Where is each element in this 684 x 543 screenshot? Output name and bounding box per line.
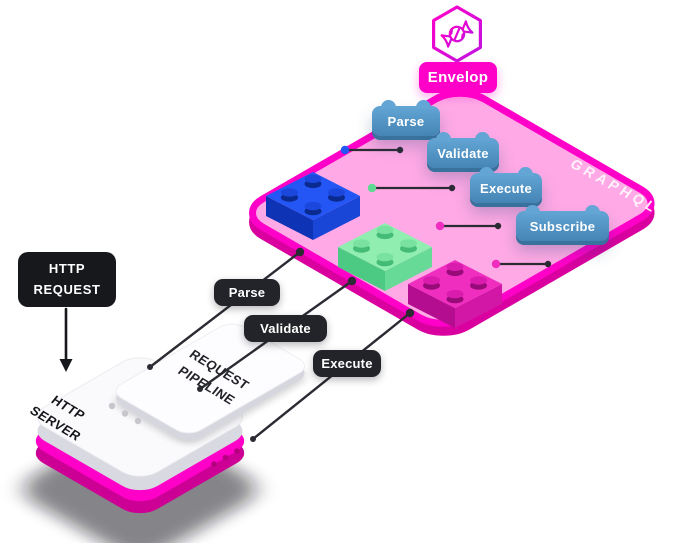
pink-base-dots — [211, 448, 240, 467]
plugin-badge-validate: Validate — [427, 132, 499, 168]
stage-badge-label: Parse — [228, 285, 266, 300]
plugin-connector-dots — [340, 145, 552, 269]
plugin-connectors — [345, 148, 548, 266]
plugin-badge-label: Validate — [437, 145, 489, 161]
stage-badge-parse: Parse — [214, 279, 280, 306]
http-request-badge: HTTP REQUEST — [18, 252, 116, 307]
stage-badge-label: Execute — [321, 356, 373, 371]
http-request-line1: HTTP — [48, 261, 86, 277]
stage-badge-execute: Execute — [313, 350, 381, 377]
envelop-logo-icon — [432, 5, 483, 63]
candy-icon — [440, 20, 474, 48]
plugin-badge-label: Execute — [480, 180, 532, 196]
plugin-badge-label: Parse — [387, 113, 425, 129]
envelop-badge-label: Envelop — [427, 69, 489, 86]
http-request-line2: REQUEST — [33, 281, 101, 297]
stage-badge-label: Validate — [260, 321, 311, 336]
plugin-badge-label: Subscribe — [529, 218, 596, 234]
stage-line-dots — [147, 247, 415, 442]
plugin-badge-execute: Execute — [470, 167, 542, 203]
server-top-dots — [108, 402, 142, 425]
stage-badge-validate: Validate — [244, 315, 327, 342]
request-arrow — [59, 307, 73, 372]
envelop-badge: Envelop — [419, 62, 497, 93]
plugin-badge-subscribe: Subscribe — [516, 205, 609, 241]
pipeline-plate-top — [109, 320, 312, 437]
plugin-badge-parse: Parse — [372, 100, 440, 136]
